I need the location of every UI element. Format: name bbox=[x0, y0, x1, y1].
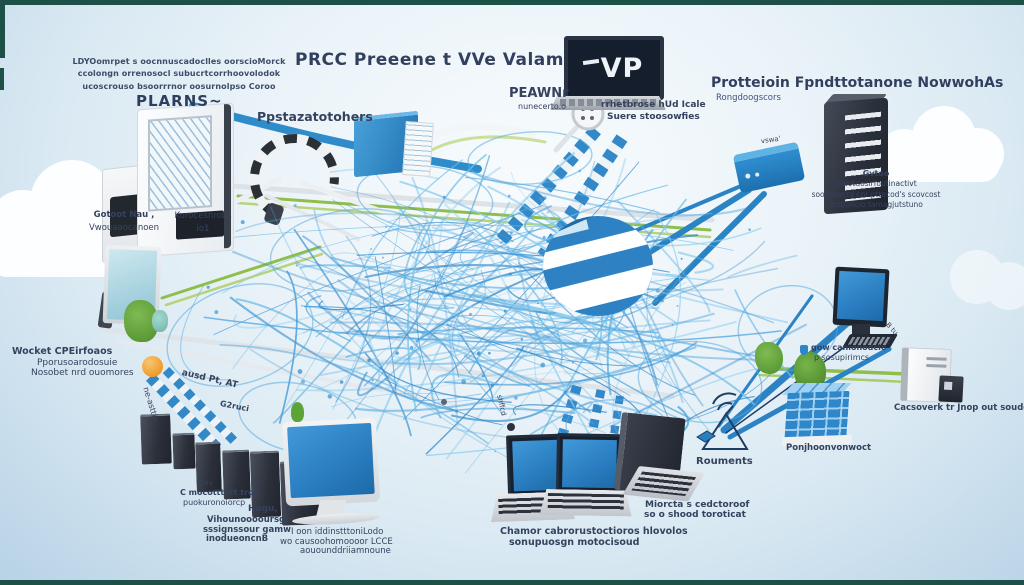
cube-caption: Ponjhoonvonwoct bbox=[786, 443, 872, 453]
pstat-label: Ppstazatotohers bbox=[257, 109, 373, 124]
plarns-label: PLARNS~ bbox=[136, 92, 223, 110]
orange-node-left bbox=[142, 356, 163, 377]
bottom-edge-strip bbox=[0, 580, 1024, 585]
trees-caption-line2: p sosupirimcs bbox=[814, 353, 870, 362]
left-caption-line2: Pporusoarodosuie bbox=[37, 358, 118, 368]
printer-caption2: Kurocesnrobs io1 bbox=[174, 211, 232, 234]
peawn-sub-label: nunecerto.o bbox=[518, 102, 567, 111]
notebook-caption-line1: Miorcta s cedctoroof bbox=[645, 500, 750, 510]
left-edge-strip2 bbox=[0, 68, 4, 90]
green-figure bbox=[291, 402, 304, 422]
antenna-icon bbox=[696, 392, 749, 450]
magnifier-caption: rrhetbrose hUd Icale Suere stoosowfies bbox=[601, 100, 706, 122]
vp-dash bbox=[582, 58, 599, 66]
wing-shape bbox=[416, 123, 536, 147]
vp-laptop-screen: VP bbox=[564, 36, 664, 100]
beam-dot2 bbox=[441, 399, 447, 405]
top-left-heading-line: ccolongn orrenosocl subucrtcorrhoovolodo… bbox=[77, 69, 281, 79]
hagu-label: Hagu, bbox=[248, 504, 278, 514]
towers-caption2-line1: Vihounooooursgl bbox=[207, 515, 288, 525]
beam-dot bbox=[507, 423, 515, 431]
laptop-keyboard bbox=[540, 489, 632, 517]
towers-caption-line1: Gav bbox=[199, 479, 213, 487]
laptops-caption-line1: Chamor cabrorustoctioros hlovolos bbox=[500, 526, 688, 537]
tree bbox=[755, 342, 783, 374]
peawn-label: PEAWNr bbox=[509, 86, 569, 101]
vp-logo-text: VP bbox=[600, 52, 644, 84]
right-title: Protteioin Fpndttotanone NowwohAs bbox=[711, 75, 1004, 91]
left-caption-line1: Wocket CPEirfoaos bbox=[12, 346, 113, 357]
top-left-heading-line: LDYOomrpet s oocnnuscadoclles oorscioMor… bbox=[72, 57, 286, 66]
left-edge-strip bbox=[0, 0, 5, 58]
router-label-panel bbox=[402, 121, 434, 177]
trees-caption-line1: gow canionodcio bbox=[811, 343, 887, 352]
printer-caption: Gotoot Nau , Vwouaaocanoen bbox=[88, 210, 160, 233]
rouments-label: Rouments bbox=[696, 456, 753, 467]
towers-caption2-line3: inodueoncnB bbox=[206, 534, 269, 544]
left-caption-line3: Nosobet nrd ouomores bbox=[31, 368, 134, 378]
lcd-caption-line2: wo causoohomoooor LCCE bbox=[280, 537, 393, 547]
lcd-caption-line1: I oon iddinstttoniLodo bbox=[291, 527, 384, 537]
lcd-caption-line3: aouounddriiamnoune bbox=[300, 546, 391, 556]
headset-icon bbox=[194, 134, 421, 242]
printer-screen bbox=[148, 115, 212, 212]
top-left-heading-line: ucoscrouso bsoorrrnor oosurnolpso Coroo bbox=[82, 81, 276, 91]
top-left-heading: LDYOomrpet s oocnnuscadoclles oorscioMor… bbox=[64, 56, 294, 93]
wing-shape-green bbox=[426, 135, 547, 154]
towers-caption-line3: puokuronoiorcp bbox=[183, 498, 246, 507]
towers-caption2-line2: sssignssour gamw bbox=[203, 525, 291, 535]
laptops-caption-line2: sonupuosgn motocisoud bbox=[509, 537, 640, 548]
external-drive bbox=[938, 375, 964, 403]
main-title: PRCC Preeene t VVe Valam bbox=[295, 50, 564, 70]
shield-icon bbox=[800, 345, 808, 355]
desktop-caption: Cacsoverk tr Jnop out soudcun bbox=[894, 403, 1024, 413]
top-edge-strip bbox=[0, 0, 1024, 5]
towers-caption-line2: C mocotttort trop bbox=[180, 488, 260, 497]
notebook-caption-line2: so o shood toroticat bbox=[644, 510, 746, 520]
right-subtitle: Rongdoogscors bbox=[716, 93, 781, 103]
server-caption: Gvtoo Golotuosirfoutinactivt soosoovcrd … bbox=[811, 169, 941, 210]
vp-laptop-base bbox=[550, 96, 666, 110]
